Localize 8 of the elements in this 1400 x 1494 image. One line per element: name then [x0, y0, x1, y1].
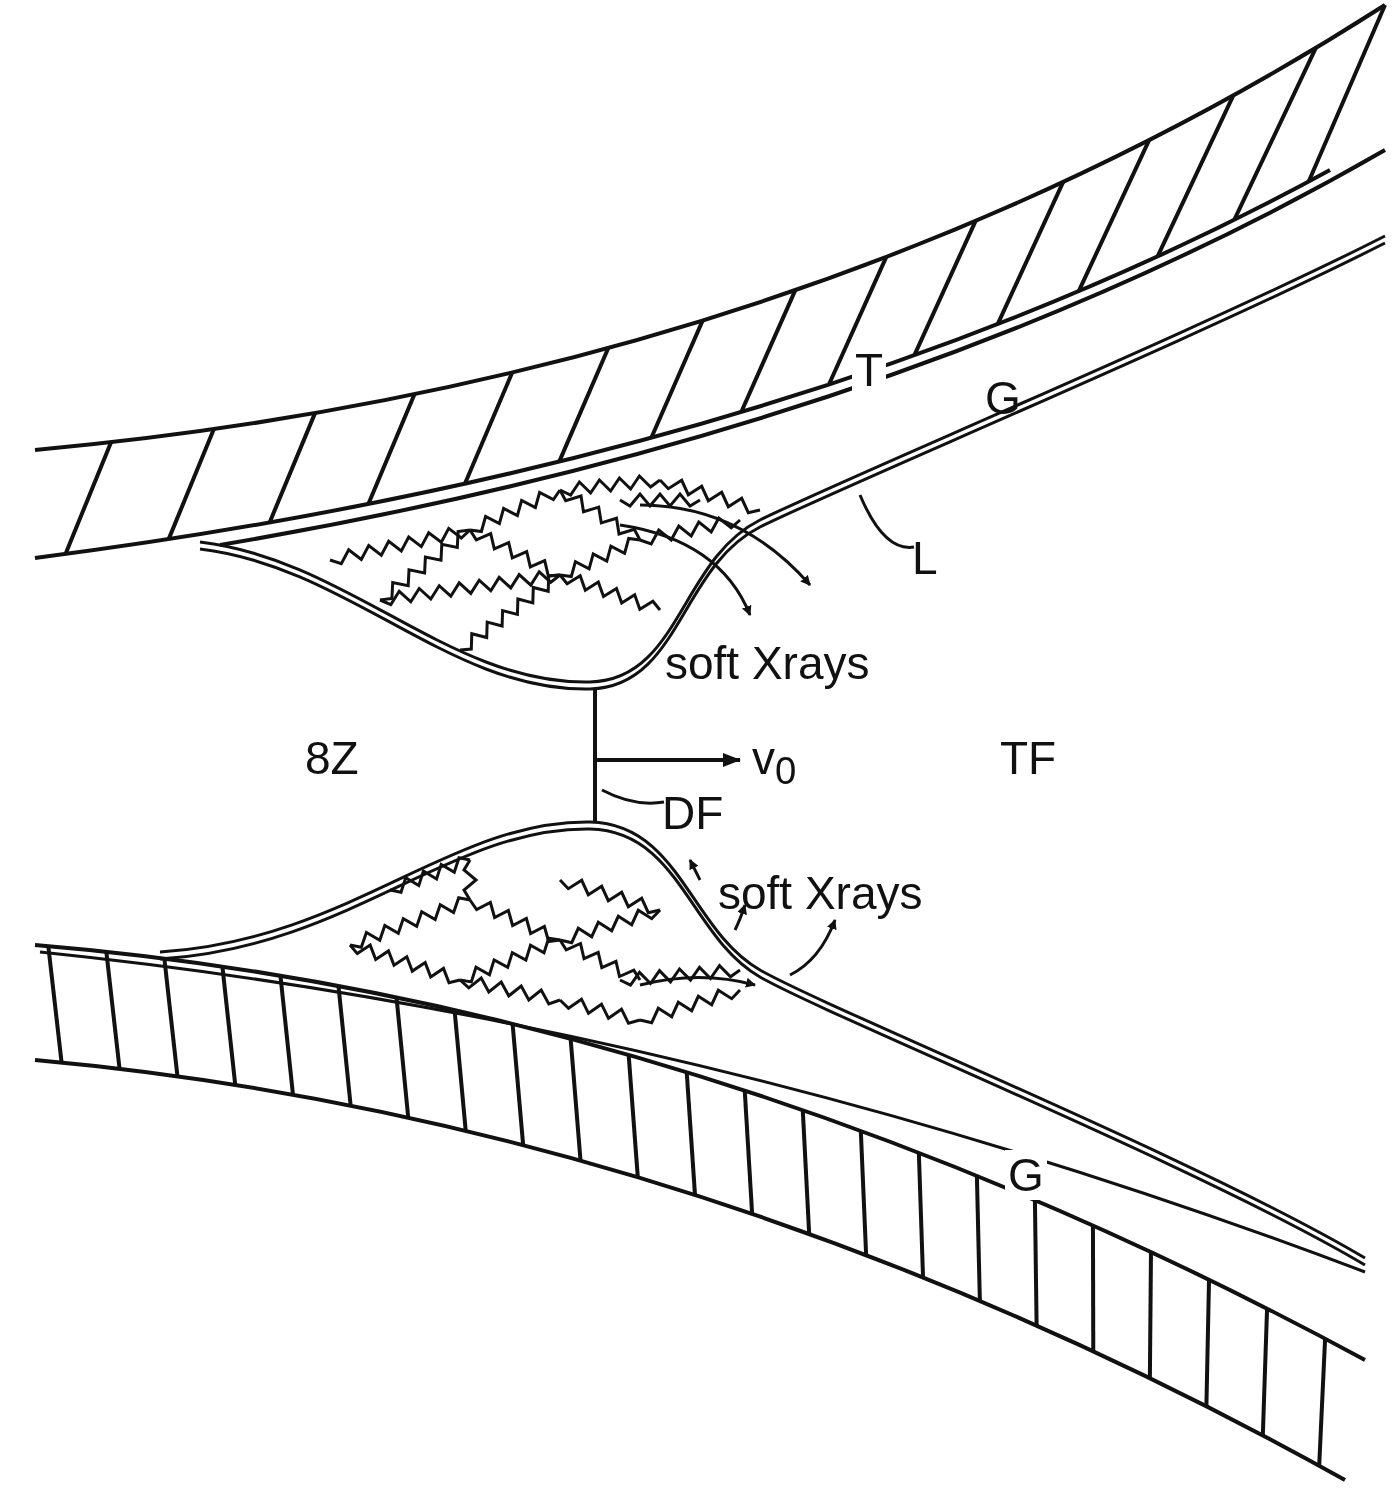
leader-line [601, 788, 665, 805]
region-label: 8Z [305, 735, 359, 781]
leader-letter: L [912, 535, 938, 581]
leader-letter: DF [662, 790, 724, 836]
region-label: TF [1000, 735, 1057, 781]
velocity-label: v$_{0}$ [752, 735, 797, 791]
leader-line [858, 494, 915, 549]
layer-letter: G [1005, 1150, 1047, 1200]
